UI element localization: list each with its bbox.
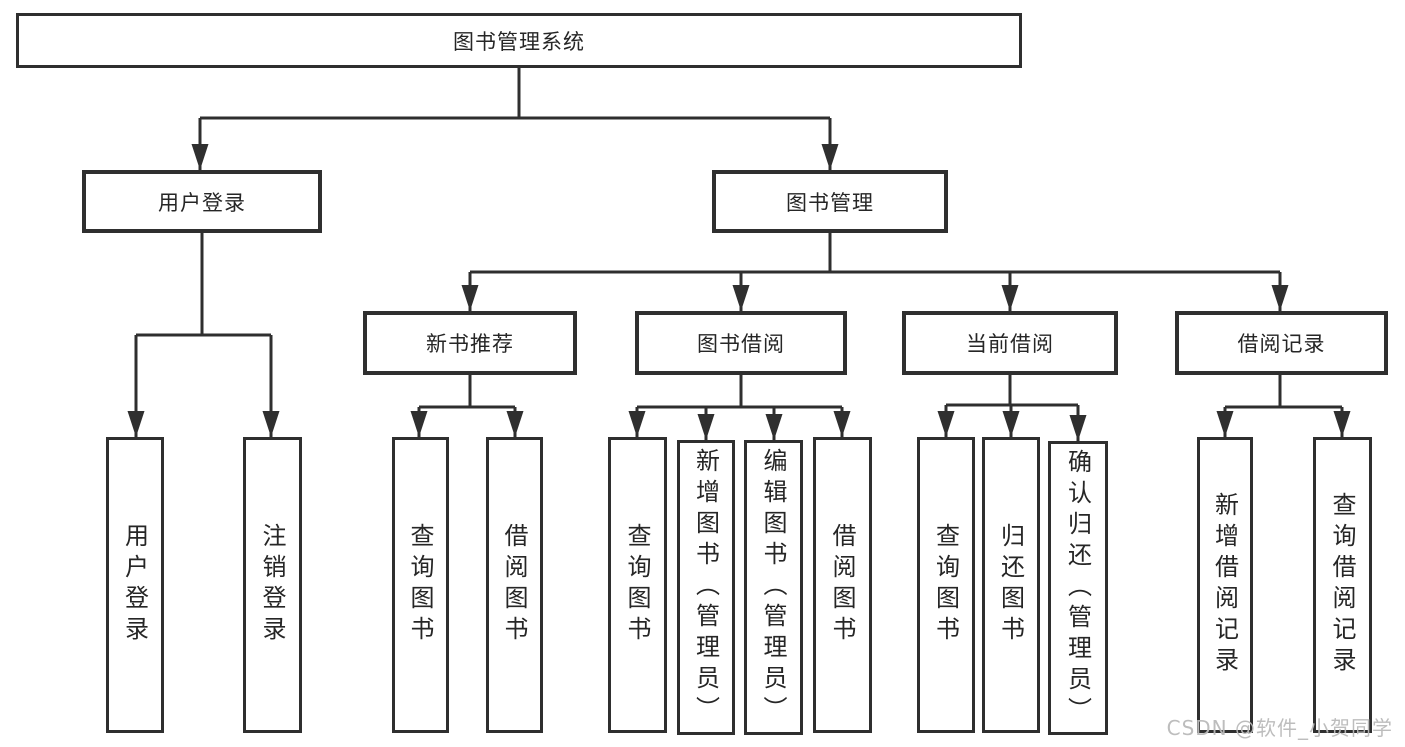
node-label: 借阅图书 (828, 523, 856, 647)
node-label: 编辑图书（管理员） (759, 448, 787, 727)
connector-arrows (127, 118, 1351, 441)
leaf-query-books-current: 查询图书 (917, 437, 975, 733)
node-user-login: 用户登录 (82, 170, 322, 233)
node-label: 借阅图书 (500, 523, 528, 647)
node-label: 归还图书 (996, 523, 1025, 647)
node-label: 用户登录 (120, 523, 149, 647)
node-label: 当前借阅 (966, 332, 1054, 356)
leaf-borrow-books-recommend: 借阅图书 (486, 437, 543, 733)
node-label: 新书推荐 (426, 332, 514, 356)
node-label: 图书管理系统 (453, 29, 585, 54)
connector-spines (136, 68, 1342, 409)
node-label: 借阅记录 (1237, 332, 1326, 356)
leaf-logout: 注销登录 (243, 437, 302, 733)
node-label: 用户登录 (158, 190, 246, 215)
node-label: 查询借阅记录 (1328, 492, 1356, 678)
node-library-management-system: 图书管理系统 (16, 13, 1022, 68)
node-book-borrowing: 图书借阅 (635, 311, 847, 375)
node-label: 查询图书 (406, 523, 434, 647)
leaf-edit-books-admin: 编辑图书（管理员） (744, 440, 803, 735)
leaf-query-borrow-record: 查询借阅记录 (1313, 437, 1372, 733)
csdn-watermark: CSDN @软件_小贺同学 (1166, 716, 1393, 740)
node-label: 新增借阅记录 (1210, 492, 1239, 678)
node-label: 查询图书 (931, 523, 960, 647)
node-label: 确认归还（管理员） (1063, 448, 1092, 728)
node-label: 图书借阅 (697, 332, 785, 356)
node-new-book-recommendation: 新书推荐 (363, 311, 577, 375)
node-label: 注销登录 (258, 523, 286, 647)
node-book-management: 图书管理 (712, 170, 948, 233)
node-label: 新增图书（管理员） (691, 448, 720, 727)
leaf-add-borrow-record: 新增借阅记录 (1197, 437, 1253, 733)
leaf-user-login: 用户登录 (106, 437, 164, 733)
node-current-borrowing: 当前借阅 (902, 311, 1118, 375)
leaf-query-books-recommend: 查询图书 (392, 437, 449, 733)
node-label: 查询图书 (623, 523, 651, 647)
leaf-query-books-borrowing: 查询图书 (608, 437, 667, 733)
node-label: 图书管理 (786, 190, 874, 215)
leaf-confirm-return-admin: 确认归还（管理员） (1048, 441, 1108, 735)
leaf-borrow-books-borrowing: 借阅图书 (813, 437, 872, 733)
node-borrowing-records: 借阅记录 (1175, 311, 1388, 375)
leaf-return-books: 归还图书 (982, 437, 1040, 733)
leaf-add-books-admin: 新增图书（管理员） (677, 440, 735, 735)
